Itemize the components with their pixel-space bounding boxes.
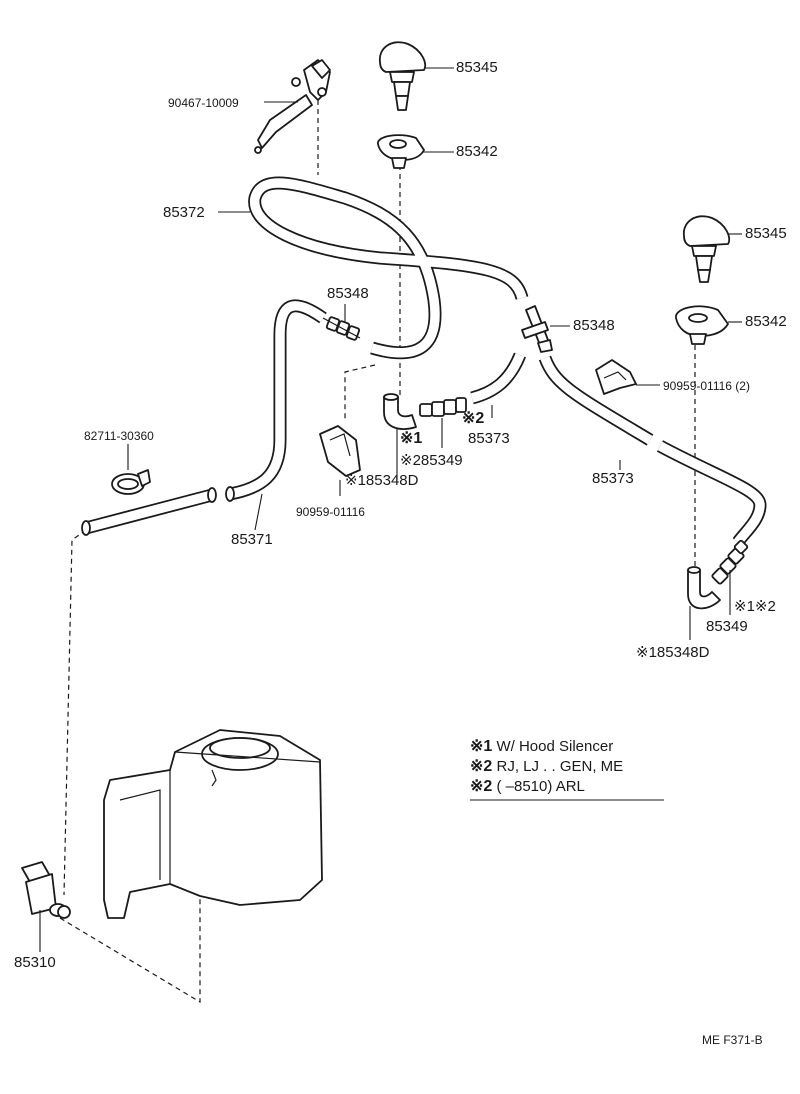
label-85348D-right: ※185348D: [636, 644, 710, 661]
label-85342-top: 85342: [456, 143, 498, 160]
label-85345-top: 85345: [456, 59, 498, 76]
hose-85373-right: [538, 355, 767, 546]
nozzle-85345-right: [683, 215, 731, 283]
legend-mark-1: ※1: [470, 738, 493, 755]
bracket-90467-10009: [254, 59, 331, 154]
label-85348-left: 85348: [327, 285, 369, 302]
washer-pump-85310: [21, 861, 71, 919]
align-line-clip-left: [344, 364, 376, 420]
hose-85372: [248, 176, 529, 360]
label-82711-30360: 82711-30360: [84, 429, 154, 443]
clip-90959-01116-left: [319, 425, 361, 477]
label-85371: 85371: [231, 531, 273, 548]
diagram-code: ME F371-B: [702, 1033, 763, 1047]
joint-85348-left: [322, 316, 361, 341]
washer-tank: [103, 729, 323, 919]
label-mark-2-center: ※2: [462, 410, 485, 427]
legend-text-1: W/ Hood Silencer: [496, 738, 614, 755]
label-85373-center: 85373: [468, 430, 510, 447]
legend-mark-3: ※2: [470, 778, 493, 795]
label-85310: 85310: [14, 954, 56, 971]
label-mark-1-center: ※1: [400, 430, 423, 447]
legend-line-2: ※2 RJ, LJ . . GEN, ME: [470, 758, 623, 776]
label-marks-right: ※1※2: [734, 598, 776, 615]
elbow-85348D-center: [383, 393, 417, 430]
label-85349-center: ※285349: [400, 452, 463, 469]
legend-line-1: ※1 W/ Hood Silencer: [470, 738, 613, 756]
legend-line-3: ※2 ( –8510) ARL: [470, 778, 585, 796]
label-85372: 85372: [163, 204, 205, 221]
label-85342-right: 85342: [745, 313, 787, 330]
align-line-pump: [63, 529, 87, 896]
nozzle-85345-top: [379, 41, 427, 111]
label-85373-right: 85373: [592, 470, 634, 487]
grommet-85342-right: [675, 305, 729, 345]
legend-text-3: ( –8510) ARL: [496, 778, 585, 795]
hose-85371: [81, 299, 327, 536]
label-85348D-center: ※185348D: [345, 472, 419, 489]
legend-text-2: RJ, LJ . . GEN, ME: [496, 758, 624, 775]
leader-lines: [39, 67, 742, 952]
clip-90959-01116-right: [595, 359, 637, 395]
label-90959-01116-2: 90959-01116 (2): [663, 379, 750, 393]
label-90467-10009: 90467-10009: [168, 96, 239, 110]
label-85348-right: 85348: [573, 317, 615, 334]
connector-85349-right: [711, 539, 749, 585]
label-90959-01116: 90959-01116: [296, 505, 365, 519]
elbow-85348D-right: [687, 566, 721, 610]
hose-85373-center: [470, 352, 527, 405]
label-85345-right: 85345: [745, 225, 787, 242]
three-way-joint-85348: [521, 305, 553, 353]
label-85349-right: 85349: [706, 618, 748, 635]
legend-mark-2: ※2: [470, 758, 493, 775]
hose-clamp-82711-30360: [111, 469, 151, 495]
grommet-85342-top: [377, 134, 425, 169]
connector-85349-center: [419, 397, 467, 417]
